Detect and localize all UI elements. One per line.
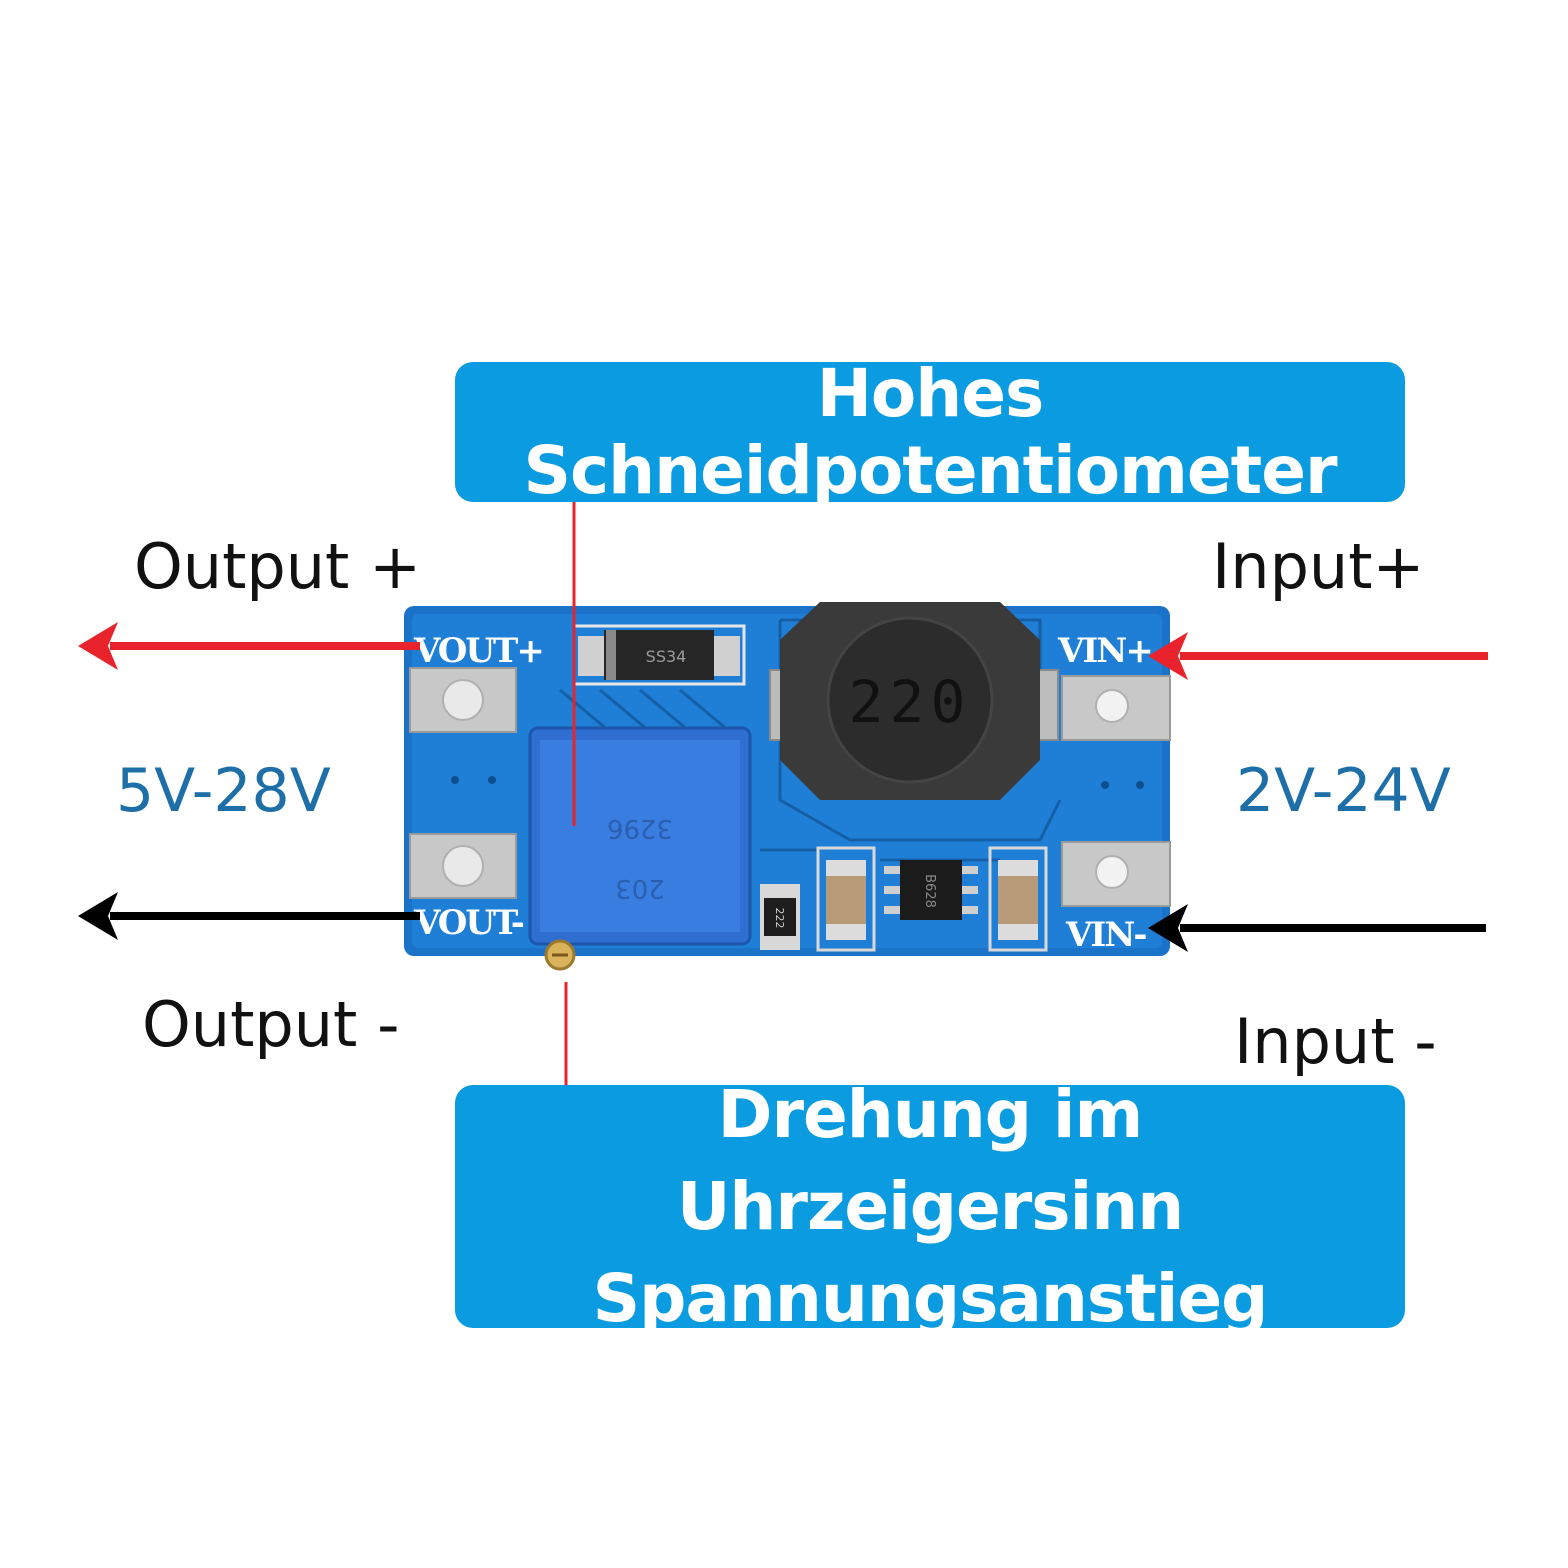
vin-minus-pad: [1061, 841, 1171, 907]
output-voltage-range: 5V-28V: [116, 756, 331, 826]
potentiometer-callout-text: Hohes Schneidpotentiometer: [523, 355, 1337, 509]
capacitor-left: [816, 846, 876, 952]
output-minus-label: Output -: [142, 988, 400, 1061]
potentiometer: 3296 203: [528, 726, 752, 971]
input-plus-label: Input+: [1212, 530, 1425, 603]
silkscreen-vin-minus: VIN-: [1065, 915, 1146, 955]
rotation-callout-line1: Drehung im Uhrzeigersinn: [676, 1075, 1184, 1245]
resistor-marking: 222: [773, 908, 786, 929]
silkscreen-vout-plus: VOUT+: [413, 631, 543, 671]
vout-minus-pad: [409, 833, 517, 899]
inductor-marking: 220: [849, 668, 972, 736]
rotation-callout: Drehung im Uhrzeigersinn Spannungsanstie…: [455, 1076, 1405, 1337]
output-plus-label: Output +: [134, 530, 422, 603]
silkscreen-vin-plus: VIN+: [1057, 631, 1152, 671]
output-plus-arrow: [78, 622, 420, 670]
capacitor-right: [988, 846, 1048, 952]
inductor-220: 220: [769, 602, 1059, 800]
svg-text:203: 203: [615, 873, 665, 903]
ic-chip: B628: [884, 860, 978, 920]
potentiometer-callout: Hohes Schneidpotentiometer: [455, 355, 1405, 509]
input-plus-arrow: [1148, 632, 1488, 680]
silkscreen-vout-minus: VOUT-: [413, 903, 524, 943]
output-minus-arrow: [78, 892, 420, 940]
input-minus-label: Input -: [1234, 1005, 1437, 1078]
diode-marking: SS34: [646, 647, 687, 666]
vout-plus-pad: [409, 667, 517, 733]
rotation-callout-line2: Spannungsanstieg: [592, 1259, 1269, 1337]
ic-marking: B628: [922, 874, 937, 908]
svg-text:3296: 3296: [607, 813, 673, 843]
resistor-222: 222: [760, 884, 800, 950]
input-minus-arrow: [1148, 904, 1486, 952]
vin-plus-pad: [1061, 675, 1171, 741]
input-voltage-range: 2V-24V: [1236, 756, 1451, 826]
